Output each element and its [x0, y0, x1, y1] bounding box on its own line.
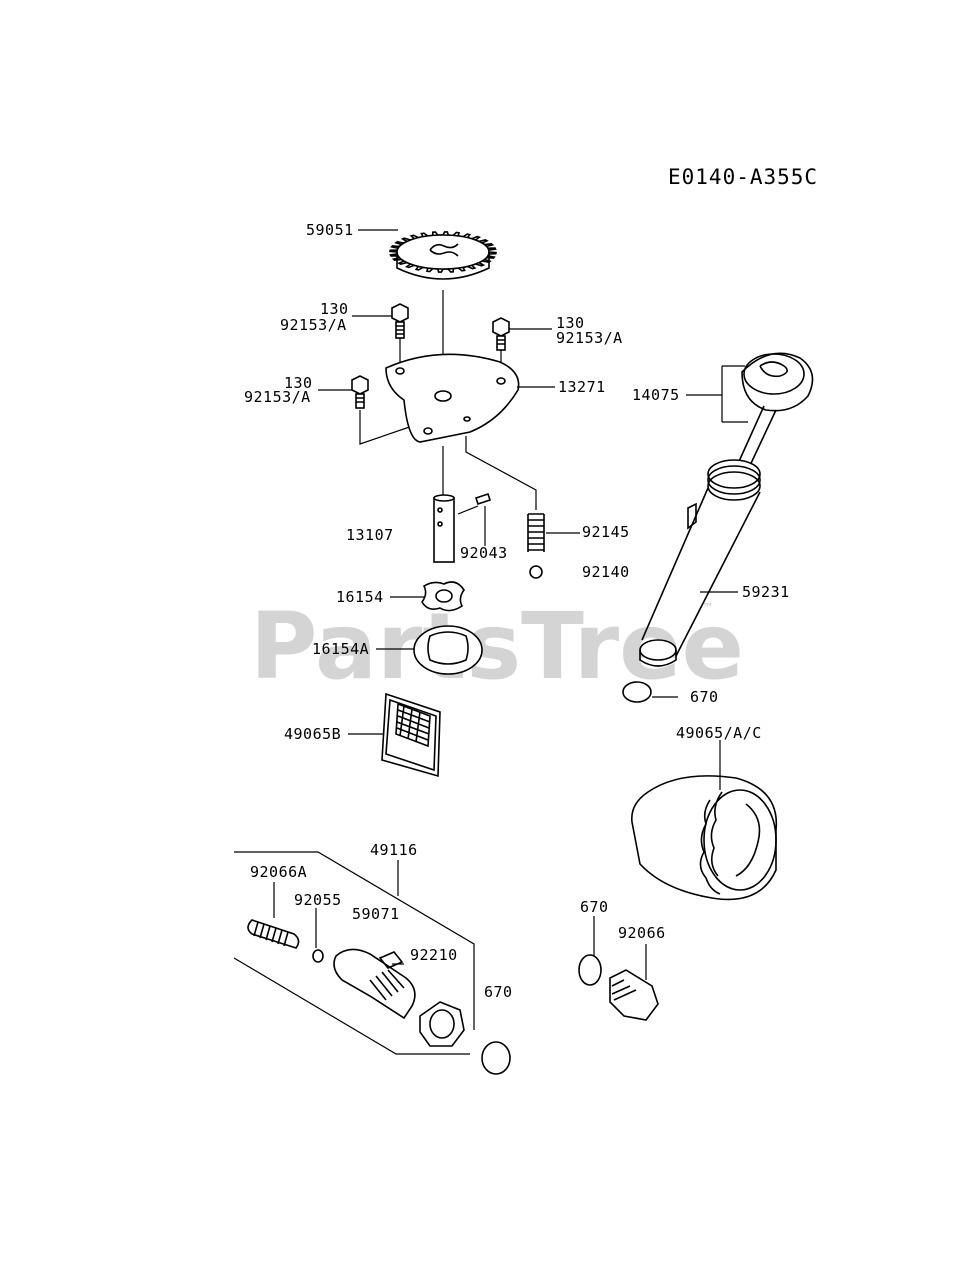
label-59051: 59051 — [306, 221, 354, 239]
label-92210: 92210 — [410, 946, 458, 964]
label-92066: 92066 — [618, 924, 666, 942]
part-92140-ball[interactable] — [529, 565, 543, 579]
label-92153a-b: 92153/A — [556, 329, 623, 347]
part-49065ac-oil-filter[interactable] — [631, 775, 778, 901]
label-670-c: 670 — [580, 898, 609, 916]
label-92066a: 92066A — [250, 863, 307, 881]
part-16154a-outer-rotor[interactable] — [413, 625, 483, 675]
label-49116: 49116 — [370, 841, 418, 859]
part-92145-spring[interactable] — [527, 513, 545, 552]
part-14075-dipstick[interactable] — [735, 352, 814, 475]
label-59231: 59231 — [742, 583, 790, 601]
trademark: ™ — [702, 601, 714, 615]
label-670-a: 670 — [690, 688, 719, 706]
label-130-a: 130 — [320, 300, 349, 318]
label-49065b: 49065B — [284, 725, 341, 743]
label-92145: 92145 — [582, 523, 630, 541]
label-59071: 59071 — [352, 905, 400, 923]
label-92140: 92140 — [582, 563, 630, 581]
label-13107: 13107 — [346, 526, 394, 544]
part-92210-fitting[interactable] — [333, 948, 416, 1020]
label-92043: 92043 — [460, 544, 508, 562]
part-670-oring-c[interactable] — [578, 954, 602, 986]
label-130-c: 130 — [284, 374, 313, 392]
label-670-b: 670 — [484, 983, 513, 1001]
label-130-b: 130 — [556, 314, 585, 332]
part-670-oring-b[interactable] — [481, 1041, 511, 1075]
label-92153a-a: 92153/A — [280, 316, 347, 334]
part-92153a-bolt-right[interactable] — [492, 317, 510, 351]
part-92066a-plug[interactable] — [247, 919, 300, 949]
label-16154a: 16154A — [312, 640, 369, 658]
part-13107-shaft[interactable] — [433, 494, 455, 563]
part-92066-drain-plug[interactable] — [609, 969, 659, 1021]
part-59231-filler-tube[interactable] — [639, 459, 761, 667]
part-92043-pin[interactable] — [474, 492, 492, 506]
diagram-code: E0140-A355C — [668, 165, 818, 189]
part-49065b-screen[interactable] — [381, 692, 441, 778]
part-92153a-bolt-mid[interactable] — [351, 375, 369, 409]
part-670-oring-a[interactable] — [622, 681, 652, 703]
part-670-nut[interactable] — [419, 1001, 465, 1047]
label-92055: 92055 — [294, 891, 342, 909]
label-14075: 14075 — [632, 386, 680, 404]
part-92153a-bolt-left[interactable] — [391, 303, 409, 339]
part-92055-oring[interactable] — [312, 949, 324, 963]
label-13271: 13271 — [558, 378, 606, 396]
label-16154: 16154 — [336, 588, 384, 606]
part-16154-inner-rotor[interactable] — [421, 581, 465, 612]
part-59051-gear[interactable] — [389, 231, 497, 280]
label-92153a-c: 92153/A — [244, 388, 311, 406]
part-13271-cover-plate[interactable] — [385, 353, 520, 443]
label-49065ac: 49065/A/C — [676, 724, 762, 742]
